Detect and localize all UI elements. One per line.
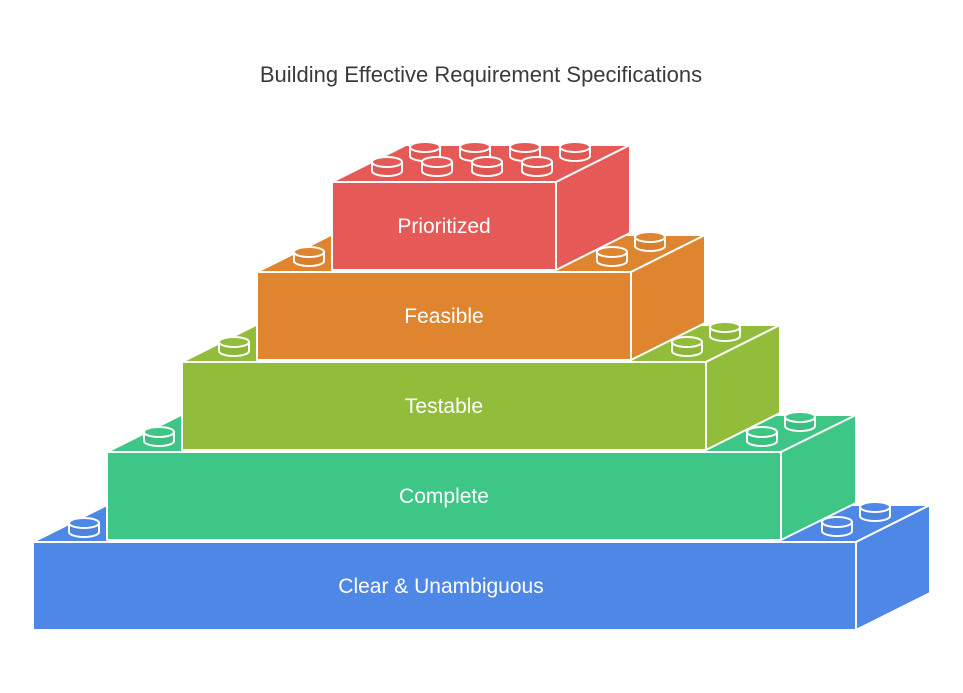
stud-top [746,426,778,438]
stud-top [596,246,628,258]
stud-group [68,501,891,538]
brick-front-face [331,181,557,271]
stud-top [218,336,250,348]
stud [746,426,778,447]
stud-group [218,321,741,357]
stud [371,156,403,177]
stud-top [421,156,453,168]
stud [821,516,853,537]
stud [521,156,553,177]
brick-feasible: Feasible [256,231,706,361]
brick-front-face [181,361,707,451]
stud-group [371,141,591,177]
stud [634,231,666,252]
stud [709,321,741,342]
stud-top [371,156,403,168]
stud [559,141,591,162]
stud-top [859,501,891,513]
stud [218,336,250,357]
stud-top [459,141,491,153]
stud-top [709,321,741,333]
stud-top [671,336,703,348]
brick-label: Prioritized [397,215,490,238]
stud-group [293,231,666,267]
stud-top [68,517,100,529]
brick-label: Clear & Unambiguous [338,575,543,598]
brick-prioritized: Prioritized [331,141,631,271]
brick-front-face [256,271,632,361]
stud-top [409,141,441,153]
stud-top [293,246,325,258]
stud [68,517,100,538]
stud [293,246,325,267]
stud-top [821,516,853,528]
stud [671,336,703,357]
stud-top [559,141,591,153]
stud-top [784,411,816,423]
stud [784,411,816,432]
brick-label: Feasible [404,305,483,328]
stud-top [471,156,503,168]
stud [471,156,503,177]
stud-top [509,141,541,153]
stud [143,426,175,447]
brick-label: Complete [399,485,489,508]
stud-top [143,426,175,438]
brick-front-face [106,451,782,541]
brick-front-face [32,541,857,631]
stud [859,501,891,522]
diagram-title: Building Effective Requirement Specifica… [260,62,702,87]
stud-group [143,411,816,447]
stud-top [634,231,666,243]
stud-top [521,156,553,168]
stud [596,246,628,267]
stud [421,156,453,177]
brick-label: Testable [405,395,483,418]
